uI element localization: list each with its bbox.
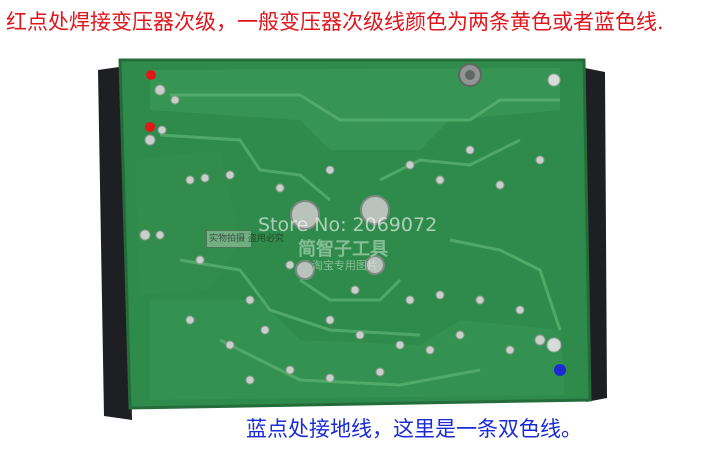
store-number-watermark: Store No: 2069072 bbox=[258, 214, 438, 236]
red-marker-middle bbox=[145, 122, 155, 132]
shop-name-watermark: 简智子工具 bbox=[298, 239, 388, 260]
top-caption: 红点处焊接变压器次级，一般变压器次级线颜色为两条黄色或者蓝色线. bbox=[6, 10, 664, 34]
blue-marker bbox=[554, 364, 566, 376]
bottom-caption: 蓝点处接地线，这里是一条双色线。 bbox=[246, 417, 582, 441]
red-marker-top bbox=[146, 70, 156, 80]
shop-note-watermark: 淘宝专用图片 bbox=[312, 259, 378, 272]
photo-stamp-watermark: 实物拍摄 盗用必究 bbox=[206, 230, 284, 248]
